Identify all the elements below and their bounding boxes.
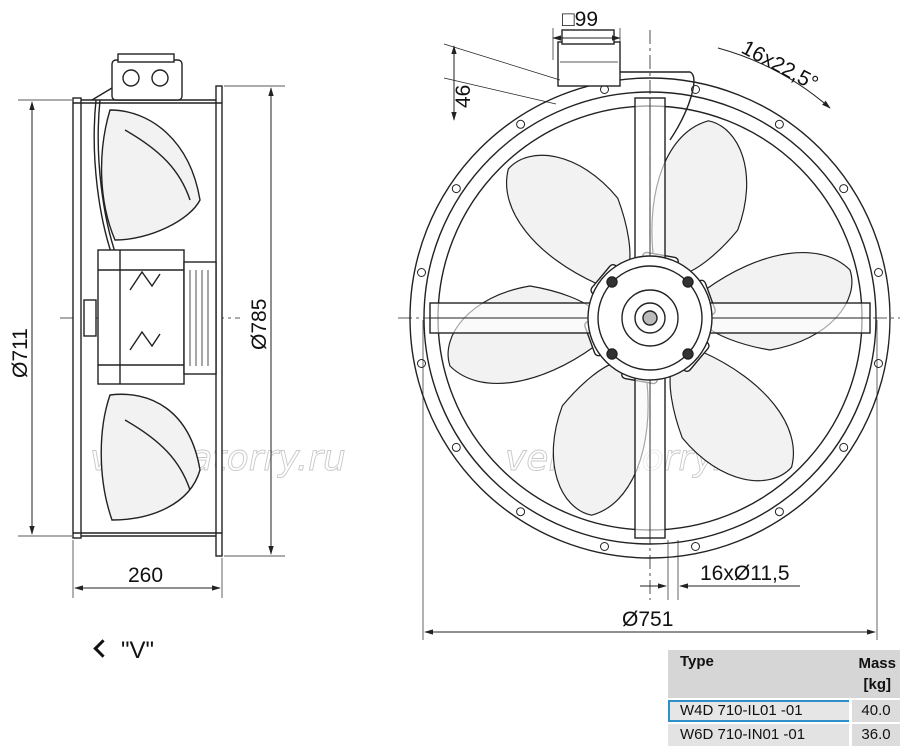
view-label-text: "V": [121, 637, 155, 664]
fan-blade: [704, 252, 853, 351]
row-mass: 36.0: [849, 724, 900, 746]
fan-blade: [506, 154, 631, 286]
chevron-left-icon: [93, 639, 112, 658]
dim-width-260: 260: [128, 564, 163, 587]
bolt-hole: [874, 268, 883, 277]
bolt-hole: [417, 268, 426, 277]
bolt-holes: [417, 85, 883, 551]
dim-square-99: □99: [562, 8, 598, 31]
bolt-hole: [691, 85, 700, 94]
bolt-hole: [516, 507, 526, 517]
table-row[interactable]: W4D 710-IL01 -01 40.0: [668, 700, 900, 722]
header-mass: Mass[kg]: [858, 655, 896, 693]
row-mass: 40.0: [849, 700, 900, 722]
dim-holes-diameter: 16xØ11,5: [700, 562, 790, 585]
fan-blade: [669, 350, 794, 482]
dim-height-46: 46: [452, 85, 475, 108]
side-view-dimensions: [18, 85, 285, 598]
bolt-hole: [600, 542, 609, 551]
dim-diameter-711: Ø711: [9, 328, 32, 378]
row-type: W4D 710-IL01 -01: [680, 702, 803, 719]
bolt-hole: [874, 359, 883, 368]
type-mass-table: Type Mass[kg] W4D 710-IL01 -01 40.0 W6D …: [668, 650, 900, 746]
side-view: [60, 53, 240, 557]
dim-diameter-751: Ø751: [622, 608, 673, 631]
dim-diameter-785: Ø785: [248, 299, 271, 350]
bolt-hole: [516, 119, 526, 129]
front-view-dimensions: [422, 28, 878, 640]
bolt-hole: [774, 119, 784, 129]
bolt-hole: [774, 507, 784, 517]
bolt-hole: [691, 542, 700, 551]
header-type: Type: [680, 653, 714, 670]
front-view: [398, 29, 900, 600]
bolt-hole: [839, 442, 849, 452]
view-label: "V": [93, 637, 155, 665]
bolt-hole: [451, 442, 461, 452]
bolt-hole: [451, 184, 461, 194]
table-header: Type Mass[kg]: [668, 650, 900, 698]
bolt-hole: [839, 184, 849, 194]
bolt-hole: [417, 359, 426, 368]
table-row[interactable]: W6D 710-IN01 -01 36.0: [668, 724, 900, 746]
row-type: W6D 710-IN01 -01: [680, 726, 806, 743]
fan-blade: [447, 285, 596, 384]
dim-holes-angle: 16x22,5°: [738, 36, 822, 95]
